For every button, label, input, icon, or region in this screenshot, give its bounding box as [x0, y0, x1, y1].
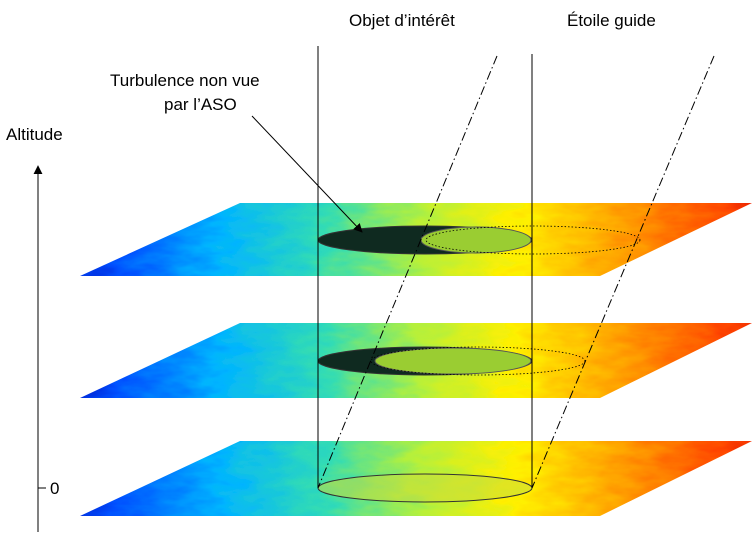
guide-star-overlap-mid [374, 347, 532, 375]
turbulence-label-line1: Turbulence non vue [110, 71, 260, 90]
object-beam [317, 46, 533, 488]
telescope-pupil-ground [317, 473, 533, 503]
guide-star-overlap-top [420, 226, 532, 254]
turbulence-pointer-arrow [251, 115, 363, 233]
mid-altitude-layer [80, 323, 752, 398]
high-altitude-layer [80, 203, 752, 276]
altitude-axis [33, 165, 46, 532]
guide-star-beam [317, 55, 715, 489]
turbulence-label-line2: par l’ASO [164, 95, 237, 114]
ground-layer [80, 441, 752, 516]
altitude-axis-label: Altitude [6, 125, 63, 144]
zero-altitude-label: 0 [50, 479, 59, 498]
guide-star-footprint-top [425, 225, 641, 255]
object-of-interest-label: Objet d’intérêt [349, 11, 455, 30]
guide-star-label: Étoile guide [567, 11, 656, 30]
